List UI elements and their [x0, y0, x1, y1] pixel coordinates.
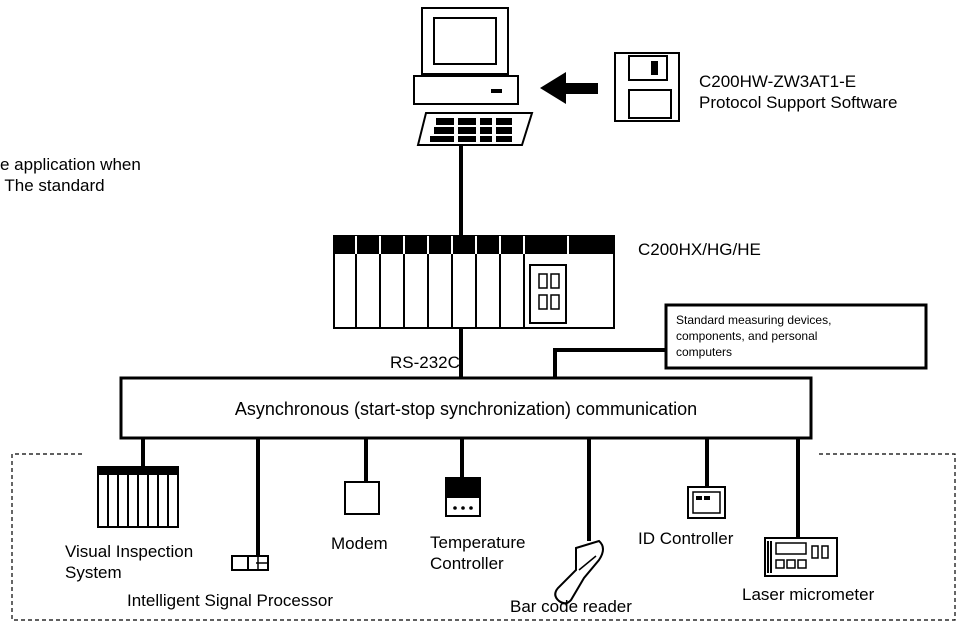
temperature-controller-label-line2: Controller: [430, 554, 504, 573]
floppy-disk-icon: [614, 52, 680, 122]
communication-label: Asynchronous (start-stop synchronization…: [234, 399, 698, 419]
rs232c-label: RS-232C: [390, 353, 460, 372]
software-description: Protocol Support Software: [699, 93, 898, 112]
visual-inspection-label-line1: Visual Inspection: [65, 542, 194, 561]
plc-rack-icon: [333, 235, 615, 329]
intro-text-line2: The standard: [0, 176, 105, 195]
visual-inspection-icon: [97, 466, 179, 528]
software-name: C200HW-ZW3AT1-E: [699, 72, 857, 91]
visual-inspection-label-line2: System: [65, 563, 122, 582]
computer-icon: [413, 7, 534, 146]
modem-icon: [344, 481, 380, 515]
callout-box: [664, 303, 928, 370]
bar-code-reader-label: Bar code reader: [510, 597, 632, 616]
temperature-controller-icon: [445, 477, 481, 517]
id-controller-label: ID Controller: [638, 529, 734, 548]
bar-code-reader-icon: [554, 539, 604, 605]
callout-text-line2: components, and personal: [676, 329, 818, 343]
callout-text-line1: Standard measuring devices,: [676, 313, 832, 327]
modem-label: Modem: [331, 534, 388, 553]
arrow-icon: [540, 72, 598, 104]
signal-processor-label: Intelligent Signal Processor: [127, 591, 334, 610]
signal-processor-icon: [231, 555, 269, 571]
device-region: [11, 453, 956, 621]
callout-connector: [553, 348, 666, 378]
plc-label: C200HX/HG/HE: [638, 240, 761, 259]
temperature-controller-label-line1: Temperature: [430, 533, 526, 552]
intro-text-line1: e application when: [0, 155, 141, 174]
laser-micrometer-label: Laser micrometer: [742, 585, 875, 604]
id-controller-icon: [687, 486, 726, 519]
laser-micrometer-icon: [764, 537, 838, 577]
callout-text-line3: computers: [676, 345, 733, 359]
communication-box: [119, 376, 813, 440]
device-cables: [141, 438, 800, 556]
